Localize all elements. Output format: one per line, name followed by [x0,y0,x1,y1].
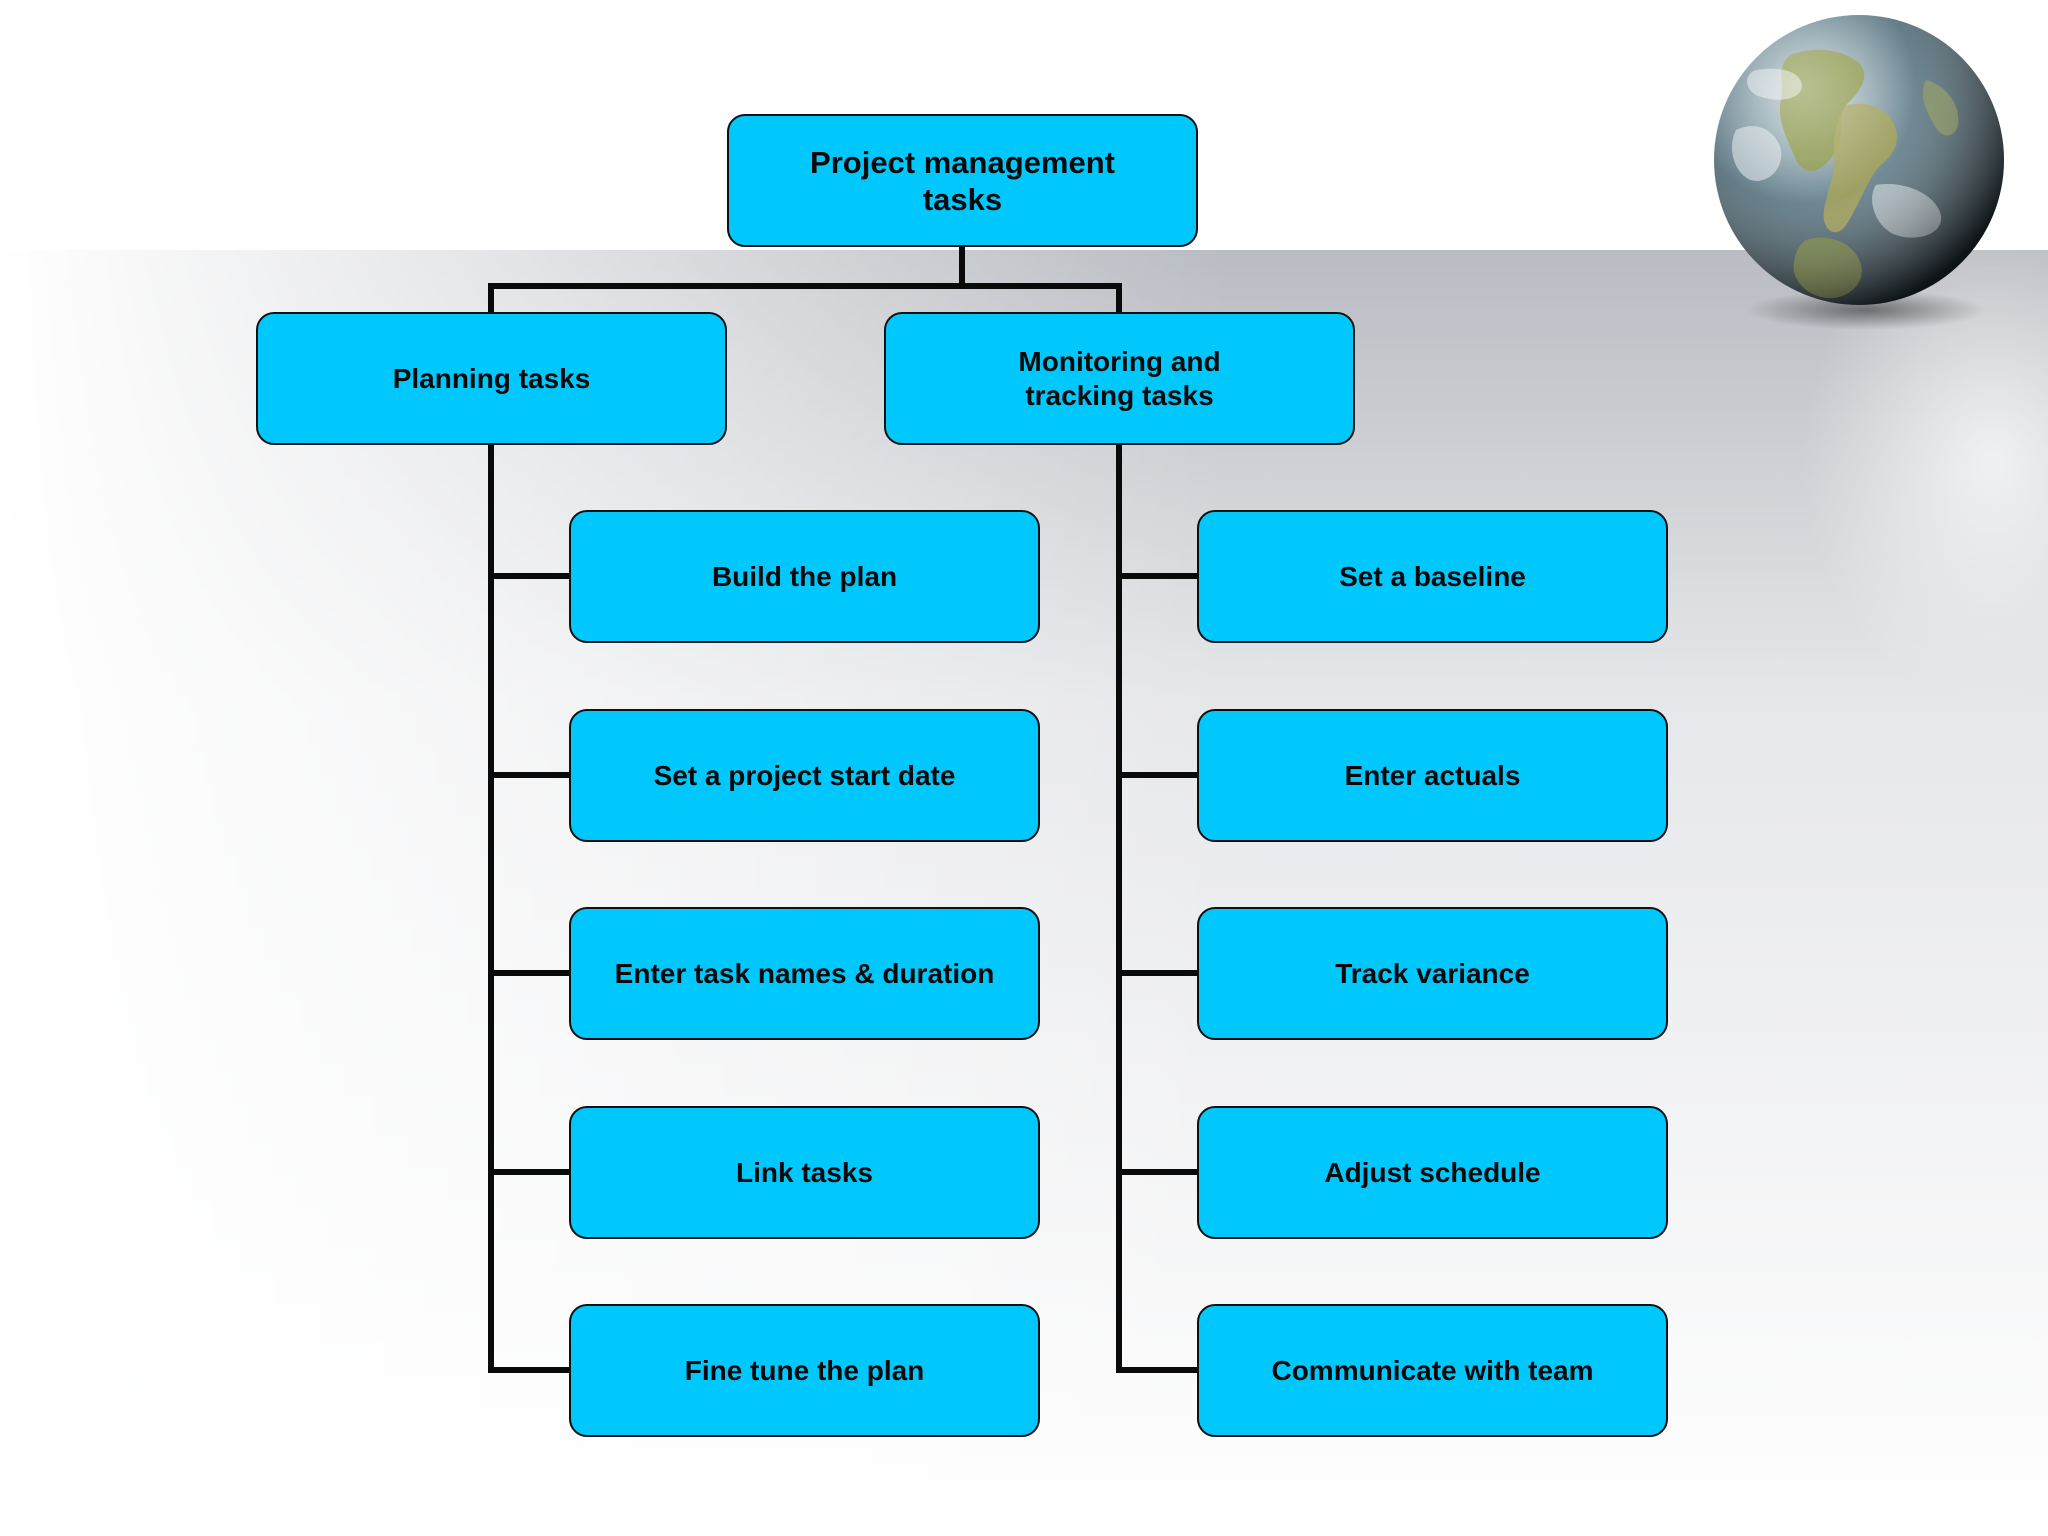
root-node-label: Project management tasks [810,144,1115,217]
leaf-node-label: Communicate with team [1271,1354,1594,1386]
branch-node-label: Monitoring and tracking tasks [1018,345,1221,411]
leaf-node-label: Enter task names & duration [614,957,995,989]
leaf-node-planning: Build the plan [569,510,1040,643]
branch-node-monitoring: Monitoring and tracking tasks [884,312,1355,445]
leaf-node-label: Set a project start date [653,759,956,791]
leaf-node-label: Adjust schedule [1324,1156,1541,1188]
leaf-node-label: Track variance [1335,957,1530,989]
leaf-node-monitoring: Communicate with team [1197,1304,1668,1437]
branch-node-planning: Planning tasks [256,312,727,445]
leaf-node-monitoring: Track variance [1197,907,1668,1040]
leaf-node-planning: Link tasks [569,1106,1040,1239]
leaf-node-planning: Enter task names & duration [569,907,1040,1040]
leaf-node-monitoring: Adjust schedule [1197,1106,1668,1239]
leaf-node-monitoring: Enter actuals [1197,709,1668,842]
leaf-node-planning: Fine tune the plan [569,1304,1040,1437]
leaf-node-label: Set a baseline [1339,560,1526,592]
leaf-node-label: Link tasks [736,1156,873,1188]
leaf-node-planning: Set a project start date [569,709,1040,842]
globe-icon [1714,15,2004,330]
leaf-node-label: Build the plan [711,560,898,592]
leaf-node-monitoring: Set a baseline [1197,510,1668,643]
root-node: Project management tasks [727,114,1198,247]
branch-node-label: Planning tasks [392,362,591,394]
leaf-node-label: Enter actuals [1344,759,1521,791]
leaf-node-label: Fine tune the plan [684,1354,925,1386]
